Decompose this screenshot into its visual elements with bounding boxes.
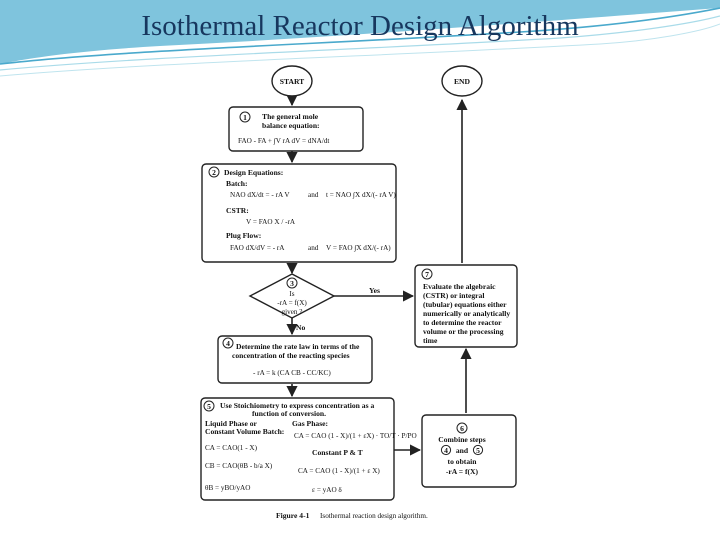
- step-7-line-7: time: [423, 336, 438, 345]
- step-5-liquid-label-2: Constant Volume Batch:: [205, 427, 284, 436]
- end-node: END: [441, 65, 483, 97]
- step-7-box: 7 Evaluate the algebraic (CSTR) or integ…: [414, 264, 518, 348]
- step-3-decision: 3 Is -rA = f(X) given ? Yes No: [248, 273, 380, 332]
- step-1-equation: FAO - FA + ∫V rA dV = dNA/dt: [238, 137, 329, 145]
- step-5-gas-label: Gas Phase:: [292, 419, 328, 428]
- step-5-gas-eq3: ε = yAO δ: [312, 486, 342, 494]
- step-5-liquid-eq1: CA = CAO(1 - X): [205, 444, 258, 452]
- no-label: No: [296, 323, 305, 332]
- step-3-line-1: Is: [289, 290, 294, 298]
- step-7-line-1: Evaluate the algebraic: [423, 282, 496, 291]
- step-5-gas-subheading: Constant P & T: [312, 448, 363, 457]
- step-5-line-2: function of conversion.: [252, 409, 326, 418]
- figure-caption: Figure 4-1 Isothermal reaction design al…: [276, 511, 428, 520]
- step-6-box: 6 Combine steps 4 and 5 to obtain -rA = …: [421, 414, 517, 488]
- slide-title: Isothermal Reactor Design Algorithm: [141, 10, 579, 42]
- yes-label: Yes: [369, 286, 380, 295]
- step-4-line-1: Determine the rate law in terms of the: [236, 342, 360, 351]
- step-1-line-1: The general mole: [262, 112, 319, 121]
- step-7-line-4: numerically or analytically: [423, 309, 510, 318]
- step-5-number: 5: [207, 402, 211, 411]
- step-6-line-1: Combine steps: [438, 435, 486, 444]
- step-4-line-2: concentration of the reacting species: [232, 351, 350, 360]
- step-5-gas-eq1: CA = CAO (1 - X)/(1 + εX) · TO/T · P/PO: [294, 432, 417, 440]
- step-1-box: 1 The general mole balance equation: FAO…: [228, 106, 364, 152]
- step-6-line-3: to obtain: [448, 457, 478, 466]
- step-5-liquid-eq2: CB = CAO(θB - b/a X): [205, 462, 273, 470]
- step-3-line-2: -rA = f(X): [277, 299, 307, 307]
- step-5-liquid-label-1: Liquid Phase or: [205, 419, 258, 428]
- step-2-batch-eq1: NAO dX/dt = - rA V: [230, 191, 290, 199]
- step-2-batch-eq2: t = NAO ∫X dX/(- rA V): [326, 191, 396, 199]
- step-2-batch-and: and: [308, 191, 319, 199]
- step-7-line-5: to determine the reactor: [423, 318, 502, 327]
- caption-label: Figure 4-1: [276, 511, 310, 520]
- step-2-cstr-eq: V = FAO X / -rA: [246, 218, 296, 226]
- step-4-number: 4: [226, 339, 230, 348]
- step-2-number: 2: [212, 168, 216, 177]
- step-6-line-2: and: [456, 446, 469, 455]
- step-6-ref-b: 5: [476, 446, 480, 455]
- step-2-pfr-eq1: FAO dX/dV = - rA: [230, 244, 285, 252]
- header-decoration: [0, 0, 720, 77]
- step-5-liquid-eq3: θB = yBO/yAO: [205, 484, 250, 492]
- step-2-batch-label: Batch:: [226, 179, 248, 188]
- step-2-box: 2 Design Equations: Batch: NAO dX/dt = -…: [201, 163, 397, 263]
- step-4-box: 4 Determine the rate law in terms of the…: [217, 335, 373, 384]
- step-3-number: 3: [290, 279, 294, 288]
- step-7-line-3: (tubular) equations either: [423, 300, 507, 309]
- step-5-box: 5 Use Stoichiometry to express concentra…: [200, 397, 417, 501]
- step-2-cstr-label: CSTR:: [226, 206, 249, 215]
- step-2-heading: Design Equations:: [224, 168, 283, 177]
- step-5-line-1: Use Stoichiometry to express concentrati…: [220, 401, 374, 410]
- step-2-pfr-and: and: [308, 244, 319, 252]
- step-6-line-4: -rA = f(X): [446, 467, 479, 476]
- step-2-pfr-eq2: V = FAO ∫X dX/(- rA): [326, 244, 391, 252]
- step-1-number: 1: [243, 113, 247, 122]
- step-6-ref-a: 4: [444, 446, 448, 455]
- step-1-line-2: balance equation:: [262, 121, 320, 130]
- step-3-line-3: given ?: [282, 308, 303, 316]
- step-7-line-2: (CSTR) or integral: [423, 291, 484, 300]
- end-label: END: [454, 77, 471, 86]
- step-7-line-6: volume or the processing: [423, 327, 504, 336]
- step-4-equation: - rA = k (CA CB - CC/KC): [253, 369, 331, 377]
- step-7-number: 7: [425, 270, 429, 279]
- step-5-gas-eq2: CA = CAO (1 - X)/(1 + ε X): [298, 467, 380, 475]
- step-2-pfr-label: Plug Flow:: [226, 231, 261, 240]
- start-node: START: [271, 65, 313, 97]
- start-label: START: [280, 77, 305, 86]
- connectors: [286, 94, 472, 456]
- caption-text: Isothermal reaction design algorithm.: [320, 512, 428, 520]
- step-6-number: 6: [460, 424, 464, 433]
